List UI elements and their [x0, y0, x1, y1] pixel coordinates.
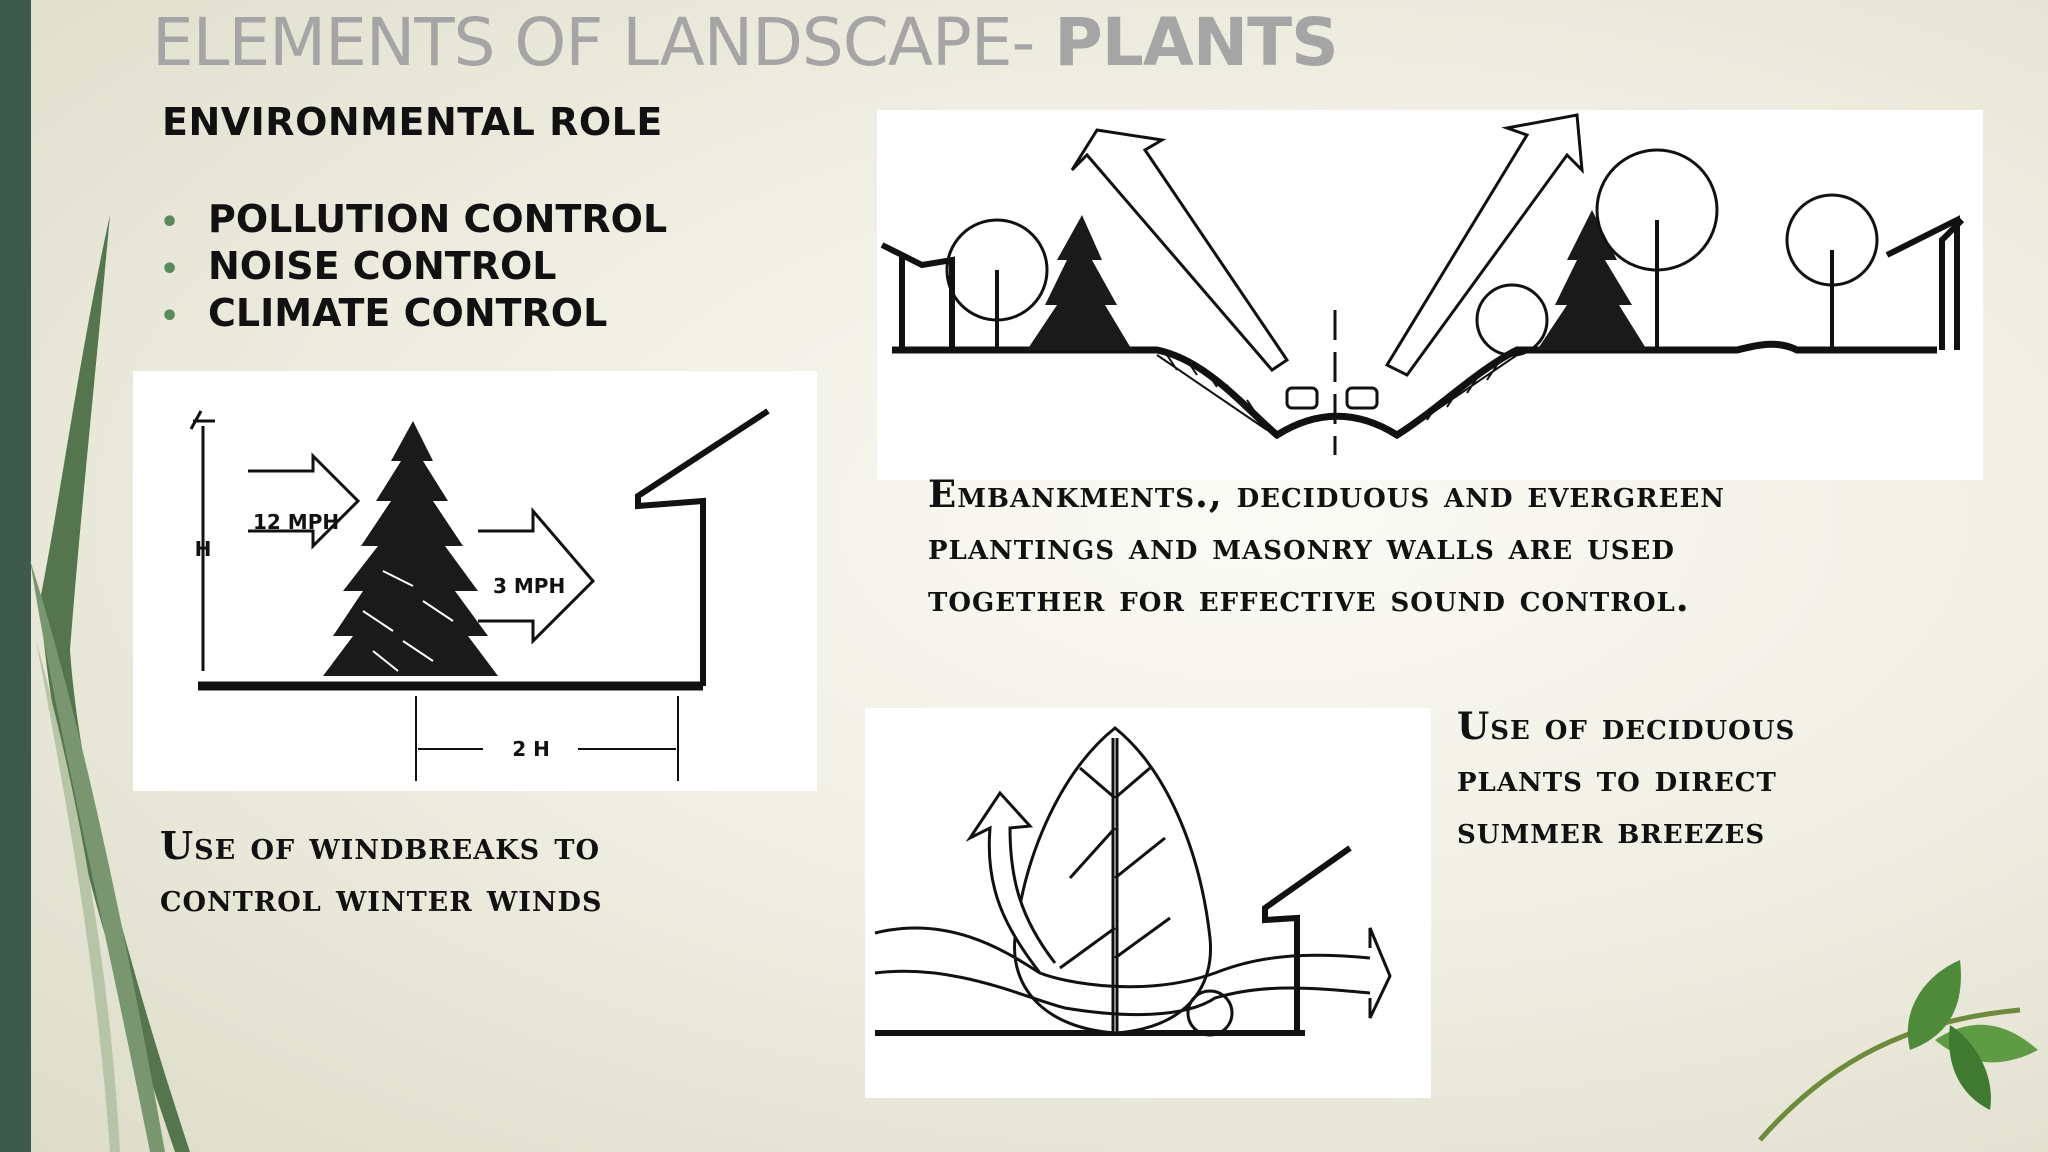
- bullet-item: •NOISE CONTROL: [160, 243, 667, 290]
- breeze-diagram-panel: [865, 708, 1431, 1098]
- reduced-speed-label: 3 MPH: [493, 574, 565, 598]
- bullet-item: •POLLUTION CONTROL: [160, 196, 667, 243]
- bullet-dot-icon: •: [160, 205, 180, 240]
- embankment-caption: Embankments., deciduous and evergreen pl…: [928, 472, 1726, 620]
- bullet-item: •CLIMATE CONTROL: [160, 290, 667, 337]
- leaf-decoration: [1758, 960, 2038, 1142]
- embankment-diagram: [880, 113, 1965, 455]
- bullet-list: •POLLUTION CONTROL •NOISE CONTROL •CLIMA…: [160, 196, 667, 337]
- slide-title: ELEMENTS OF LANDSCAPE- PLANTS: [152, 4, 1339, 81]
- breeze-diagram: [874, 726, 1392, 1037]
- windbreak-diagram: H 12 MPH 3 MPH 2 H: [189, 408, 770, 781]
- grass-decoration: [30, 215, 190, 1152]
- section-heading: ENVIRONMENTAL ROLE: [162, 100, 663, 144]
- left-accent-bar: [0, 0, 31, 1152]
- bullet-dot-icon: •: [160, 252, 180, 287]
- bullet-dot-icon: •: [160, 299, 180, 334]
- embankment-diagram-panel: [877, 110, 1983, 480]
- distance-label: 2 H: [512, 737, 550, 761]
- windbreak-diagram-panel: H 12 MPH 3 MPH 2 H: [133, 371, 817, 791]
- wind-speed-label: 12 MPH: [253, 510, 339, 534]
- windbreak-caption: Use of windbreaks to control winter wind…: [160, 823, 603, 920]
- svg-text:H: H: [195, 537, 212, 561]
- height-marker-label: H: [195, 537, 212, 561]
- breeze-caption: Use of deciduous plants to direct summer…: [1457, 704, 1796, 852]
